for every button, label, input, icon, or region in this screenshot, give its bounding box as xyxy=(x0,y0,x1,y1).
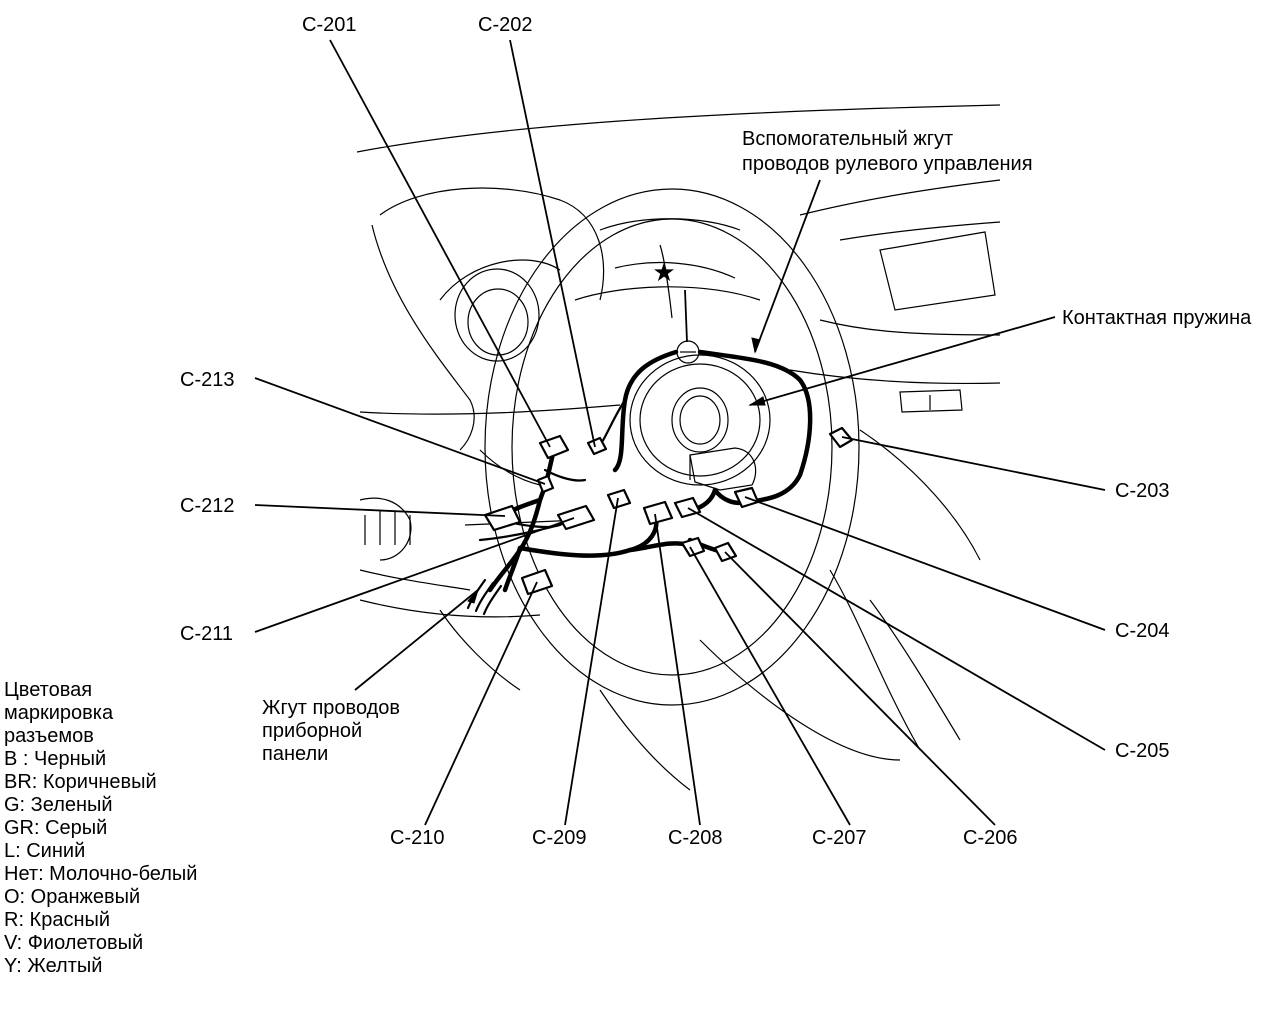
connector-shapes xyxy=(483,426,854,596)
callouts: Вспомогательный жгут проводов рулевого у… xyxy=(262,128,1252,765)
dash-harness-label-line2: приборной xyxy=(262,720,362,742)
label-c205: C-205 xyxy=(1115,740,1169,762)
legend-item: G: Зеленый xyxy=(4,794,113,816)
color-legend: Цветовая маркировка разъемов B : Черный … xyxy=(4,679,197,978)
label-c211: C-211 xyxy=(180,623,233,645)
label-c203: C-203 xyxy=(1115,480,1169,502)
dashboard-outline xyxy=(356,104,1001,791)
label-c207: C-207 xyxy=(812,827,866,849)
label-c204: C-204 xyxy=(1115,620,1169,642)
legend-item: GR: Серый xyxy=(4,817,108,839)
label-c208: C-208 xyxy=(668,827,722,849)
aux-harness-label-line1: Вспомогательный жгут xyxy=(742,128,953,150)
legend-item: L: Синий xyxy=(4,840,86,862)
label-c213: C-213 xyxy=(180,369,234,391)
legend-title-line: Цветовая xyxy=(4,679,93,701)
legend-item: O: Оранжевый xyxy=(4,886,141,908)
label-c206: C-206 xyxy=(963,827,1017,849)
clock-spring-label: Контактная пружина xyxy=(1062,307,1252,329)
legend-item: B : Черный xyxy=(4,748,107,770)
aux-harness-label-line2: проводов рулевого управления xyxy=(742,153,1033,175)
label-c210: C-210 xyxy=(390,827,444,849)
legend-item: Нет: Молочно-белый xyxy=(4,863,198,885)
label-c201: C-201 xyxy=(302,14,356,36)
legend-item: BR: Коричневый xyxy=(4,771,157,793)
label-c212: C-212 xyxy=(180,495,234,517)
dash-harness-label-line1: Жгут проводов xyxy=(262,697,400,719)
legend-title-line: маркировка xyxy=(4,702,114,724)
legend-item: R: Красный xyxy=(4,909,111,931)
label-c202: C-202 xyxy=(478,14,532,36)
legend-title-line: разъемов xyxy=(4,725,94,747)
leader-lines xyxy=(254,39,1106,826)
dash-harness-label-line3: панели xyxy=(262,743,328,765)
connector-labels: C-201 C-202 C-203 C-204 C-205 C-206 C-20… xyxy=(180,14,1169,849)
steering-wheel xyxy=(484,188,860,706)
legend-item: Y: Желтый xyxy=(4,955,103,977)
star-icon: ★ xyxy=(652,258,675,288)
label-c209: C-209 xyxy=(532,827,586,849)
legend-item: V: Фиолетовый xyxy=(4,932,144,954)
